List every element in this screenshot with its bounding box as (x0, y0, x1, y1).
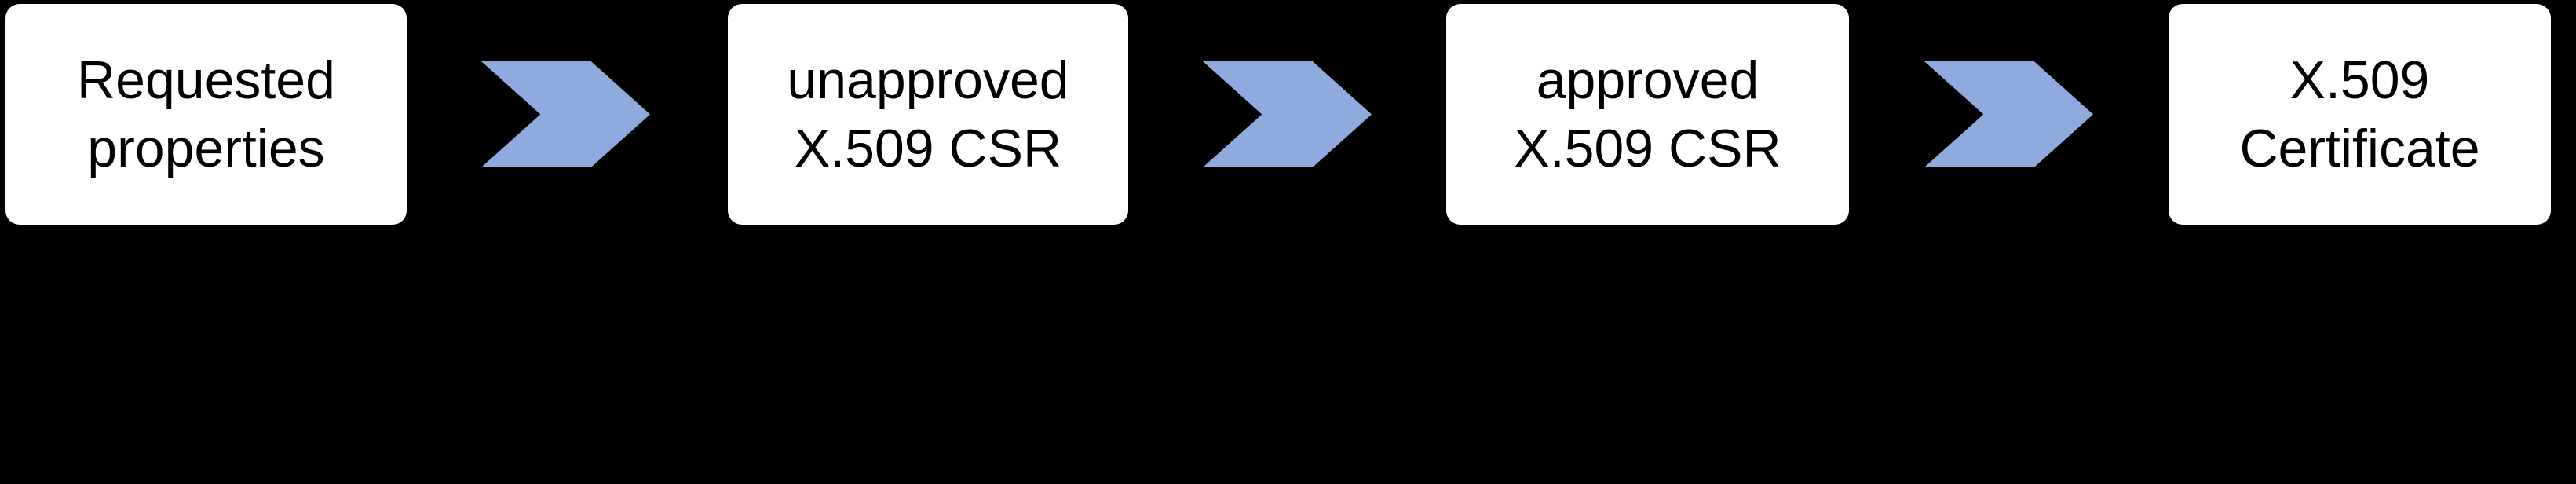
flow-step-unapproved-csr: unapproved X.509 CSR (728, 4, 1128, 225)
step-label-line1: unapproved (787, 50, 1069, 110)
chevron-right-shape (481, 61, 650, 167)
flow-step-requested-properties: Requested properties (5, 4, 407, 225)
flow-step-x509-certificate: X.509 Certificate (2169, 4, 2551, 225)
chevron-right-shape (1203, 61, 1372, 167)
chevron-right-shape (1924, 61, 2093, 167)
chevron-right-icon (1924, 61, 2093, 167)
chevron-right-icon (1203, 61, 1372, 167)
step-label-line2: properties (87, 118, 325, 178)
step-label-line1: approved (1536, 50, 1759, 110)
step-label-line2: X.509 CSR (794, 118, 1062, 178)
step-label-line1: X.509 (2289, 50, 2430, 110)
flow-step-approved-csr: approved X.509 CSR (1446, 4, 1849, 225)
step-label-line1: Requested (77, 50, 335, 110)
step-label-line2: X.509 CSR (1514, 118, 1781, 178)
step-label-line2: Certificate (2239, 118, 2480, 178)
chevron-right-icon (481, 61, 650, 167)
